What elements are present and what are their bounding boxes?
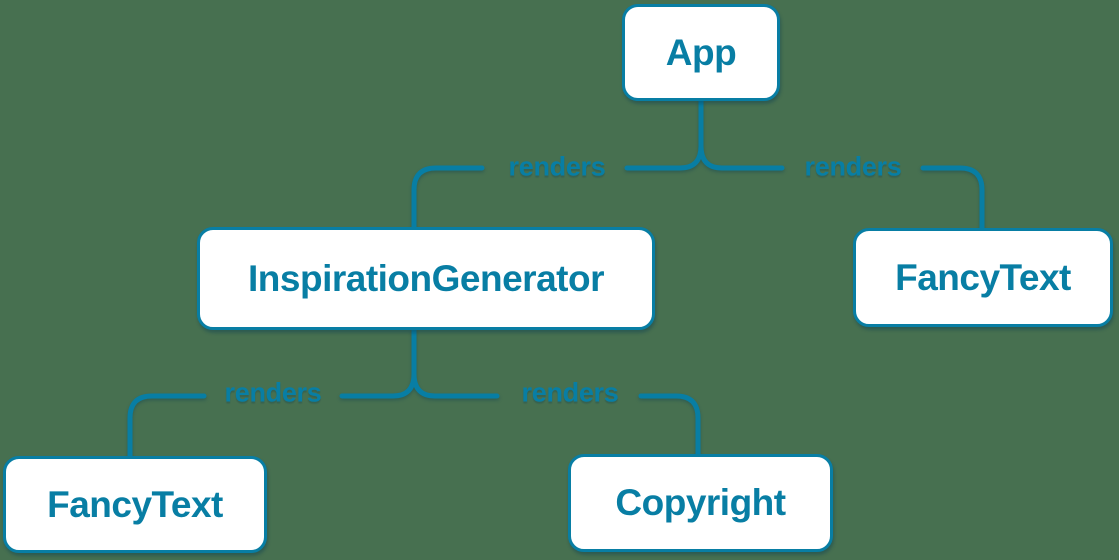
edge-inspirationgenerator-copyright-segment-right [638, 393, 701, 457]
edge-inspirationgenerator-copyright-segment-left [411, 371, 500, 399]
edge-label-app-inspirationgenerator: renders [508, 151, 606, 182]
node-copyright-label: Copyright [615, 482, 786, 523]
edge-label-inspirationgenerator-copyright: renders [521, 377, 619, 408]
edge-app-fancytext-segment-left [698, 143, 785, 171]
node-app: App [622, 4, 780, 101]
node-fancy-text-top: FancyText [853, 228, 1113, 327]
edge-app-inspirationgenerator-segment-left [411, 165, 485, 230]
edge-app-inspirationgenerator-segment-right [624, 98, 704, 171]
node-copyright: Copyright [568, 454, 833, 552]
edge-label-inspirationgenerator-fancytext: renders [224, 377, 322, 408]
node-fancy-text-top-label: FancyText [895, 256, 1071, 298]
node-inspiration-generator: InspirationGenerator [197, 227, 655, 330]
edge-label-app-fancytext: renders [804, 151, 902, 182]
edge-inspirationgenerator-fancytext-segment-right [339, 327, 417, 399]
node-fancy-text-bottom-label: FancyText [47, 483, 223, 525]
node-inspiration-generator-label: InspirationGenerator [248, 257, 604, 299]
node-fancy-text-bottom: FancyText [3, 456, 267, 553]
edge-app-fancytext-segment-right [920, 165, 985, 231]
node-app-label: App [665, 31, 737, 73]
edge-inspirationgenerator-fancytext-segment-left [127, 393, 207, 459]
